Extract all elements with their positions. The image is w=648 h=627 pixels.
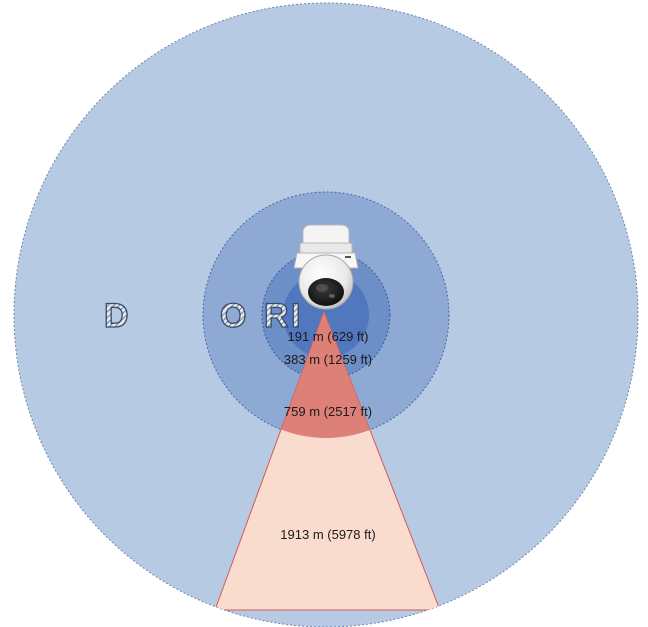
observation-distance-label: 759 m (2517 ft) [284, 404, 372, 419]
detection-letter: D [104, 297, 129, 335]
identification-distance-label: 191 m (629 ft) [288, 329, 369, 344]
recognition-distance-label: 383 m (1259 ft) [284, 352, 372, 367]
recognition-letter: R [264, 297, 289, 335]
identification-letter: I [291, 297, 300, 335]
ptz-dome-camera-icon [293, 224, 359, 310]
detection-distance-label: 1913 m (5978 ft) [280, 527, 375, 542]
cone-far-section [214, 310, 441, 611]
observation-letter: O [220, 297, 246, 335]
field-of-view-cone [214, 310, 441, 611]
